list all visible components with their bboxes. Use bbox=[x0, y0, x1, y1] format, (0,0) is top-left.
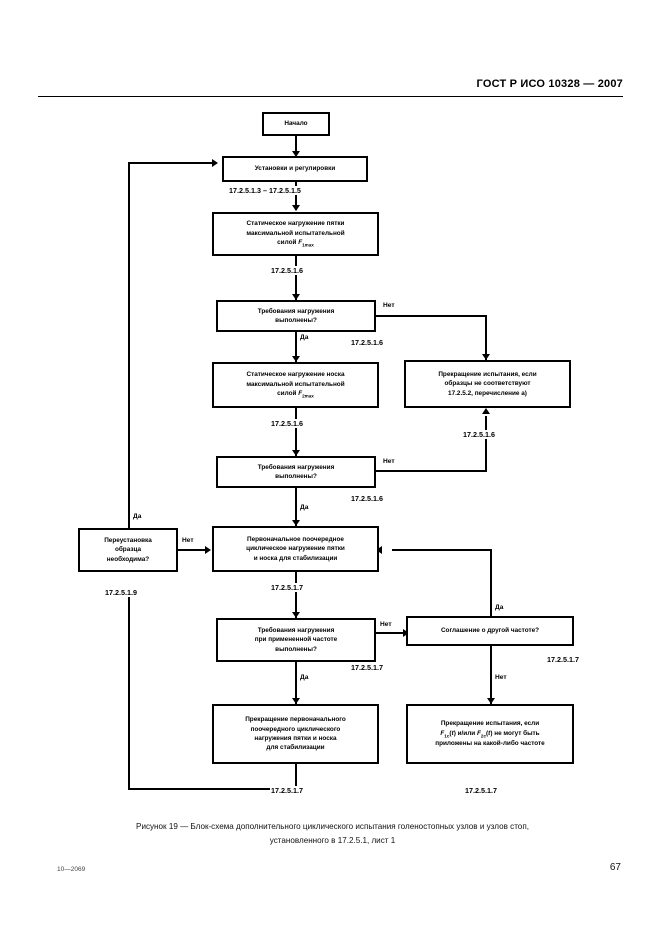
conn-staticheel-to-check1 bbox=[295, 256, 297, 300]
arrow-reposition-no bbox=[205, 546, 211, 554]
clause-terminate-frequency: 17.2.5.1.7 bbox=[464, 786, 498, 795]
label-check3-yes: Да bbox=[299, 674, 310, 681]
clause-terminate-specimen: 17.2.5.1.6 bbox=[462, 430, 496, 439]
label-agreement-yes: Да bbox=[494, 604, 505, 611]
conn-check1-yes bbox=[295, 332, 297, 362]
node-check-loading-1: Требования нагружения выполнены? bbox=[216, 300, 376, 332]
conn-check3-yes bbox=[295, 662, 297, 704]
arrow-check3-yes bbox=[292, 698, 300, 704]
conn-check2-no-v bbox=[485, 416, 487, 470]
conn-check1-no-h bbox=[376, 315, 487, 317]
clause-reposition: 17.2.5.1.9 bbox=[104, 588, 138, 597]
arrow-agreement-no bbox=[487, 698, 495, 704]
node-stop-cyclic-loading: Прекращение первоначального поочередного… bbox=[212, 704, 379, 764]
clause-agreement: 17.2.5.1.7 bbox=[546, 655, 580, 664]
node-setup: Установки и регулировки bbox=[222, 156, 368, 182]
conn-bottom-return-h bbox=[128, 788, 296, 790]
footer-signature: 10—2069 bbox=[57, 866, 86, 873]
conn-check1-no-v bbox=[485, 315, 487, 360]
clause-check3: 17.2.5.1.7 bbox=[350, 663, 384, 672]
conn-reposition-no bbox=[178, 549, 208, 551]
label-check1-no: Нет bbox=[382, 302, 396, 309]
node-check-loading-2: Требования нагружения выполнены? bbox=[216, 456, 376, 488]
conn-agreement-yes-v bbox=[490, 549, 492, 616]
node-terminate-specimen: Прекращение испытания, если образцы не с… bbox=[404, 360, 571, 408]
arrow-check2-no bbox=[482, 408, 490, 414]
arrow-setup-to-staticheel bbox=[292, 205, 300, 211]
conn-start-to-setup bbox=[295, 136, 297, 154]
node-static-toe: Статическое нагружение носка максимально… bbox=[212, 362, 379, 408]
arrow-staticheel-to-check1 bbox=[292, 294, 300, 300]
arrow-agreement-yes bbox=[376, 546, 382, 554]
figure-caption-line2: установленного в 17.2.5.1, лист 1 bbox=[269, 836, 396, 846]
node-frequency-agreement: Соглашение о другой частоте? bbox=[406, 616, 574, 646]
node-reposition-specimen: Переустановка образца необходима? bbox=[78, 528, 178, 572]
terminate-frequency-forces: F1c(t) и/или F2c(t) не могут быть bbox=[440, 729, 540, 738]
node-check-frequency: Требования нагружения при примененной ча… bbox=[216, 618, 376, 662]
arrow-check2-yes bbox=[292, 520, 300, 526]
label-reposition-yes: Да bbox=[132, 513, 143, 520]
label-check3-no: Нет bbox=[379, 621, 393, 628]
node-start: Начало bbox=[262, 112, 330, 136]
arrow-check1-yes bbox=[292, 356, 300, 362]
clause-check1: 17.2.5.1.6 bbox=[350, 338, 384, 347]
conn-cyclic-to-check3 bbox=[295, 572, 297, 618]
conn-reposition-yes-v bbox=[128, 162, 130, 528]
clause-stop-cyclic: 17.2.5.1.7 bbox=[270, 786, 304, 795]
conn-setup-to-staticheel bbox=[295, 182, 297, 210]
conn-bottom-return-v bbox=[128, 596, 130, 790]
header-rule bbox=[38, 96, 623, 97]
flowchart: Начало Установки и регулировки 17.2.5.1.… bbox=[78, 112, 580, 795]
label-agreement-no: Нет bbox=[494, 674, 508, 681]
label-check1-yes: Да bbox=[299, 334, 310, 341]
node-terminate-frequency: Прекращение испытания, если F1c(t) и/или… bbox=[406, 704, 574, 764]
arrow-cyclic-to-check3 bbox=[292, 612, 300, 618]
conn-agreement-yes-h bbox=[392, 549, 492, 551]
document-standard-header: ГОСТ Р ИСО 10328 — 2007 bbox=[476, 78, 623, 90]
figure-caption: Рисунок 19 — Блок-схема дополнительного … bbox=[60, 820, 605, 848]
conn-agreement-no bbox=[490, 646, 492, 704]
conn-stopcyclic-down bbox=[295, 764, 297, 790]
conn-statictoe-to-check2 bbox=[295, 408, 297, 456]
arrow-statictoe-to-check2 bbox=[292, 450, 300, 456]
label-check2-yes: Да bbox=[299, 504, 310, 511]
label-check2-no: Нет bbox=[382, 458, 396, 465]
clause-cyclic: 17.2.5.1.7 bbox=[270, 583, 304, 592]
page-number: 67 bbox=[609, 862, 621, 873]
clause-static-heel: 17.2.5.1.6 bbox=[270, 266, 304, 275]
conn-check2-yes bbox=[295, 488, 297, 526]
clause-setup: 17.2.5.1.3 – 17.2.5.1.5 bbox=[228, 186, 302, 195]
label-reposition-no: Нет bbox=[181, 537, 195, 544]
node-initial-cyclic-loading: Первоначальное поочередное циклическое н… bbox=[212, 526, 379, 572]
figure-caption-line1: Рисунок 19 — Блок-схема дополнительного … bbox=[136, 822, 529, 831]
conn-check2-no-h bbox=[376, 470, 487, 472]
static-toe-force: силой F2max bbox=[277, 389, 314, 399]
clause-check2: 17.2.5.1.6 bbox=[350, 494, 384, 503]
conn-check3-no bbox=[376, 632, 406, 634]
arrow-start-to-setup bbox=[292, 151, 300, 157]
conn-reposition-yes-h bbox=[128, 162, 214, 164]
node-static-heel: Статическое нагружение пятки максимально… bbox=[212, 212, 379, 256]
clause-static-toe: 17.2.5.1.6 bbox=[270, 419, 304, 428]
arrow-check1-no bbox=[482, 354, 490, 360]
arrow-return-to-setup bbox=[212, 159, 218, 167]
static-heel-force: силой F1max bbox=[277, 238, 314, 248]
